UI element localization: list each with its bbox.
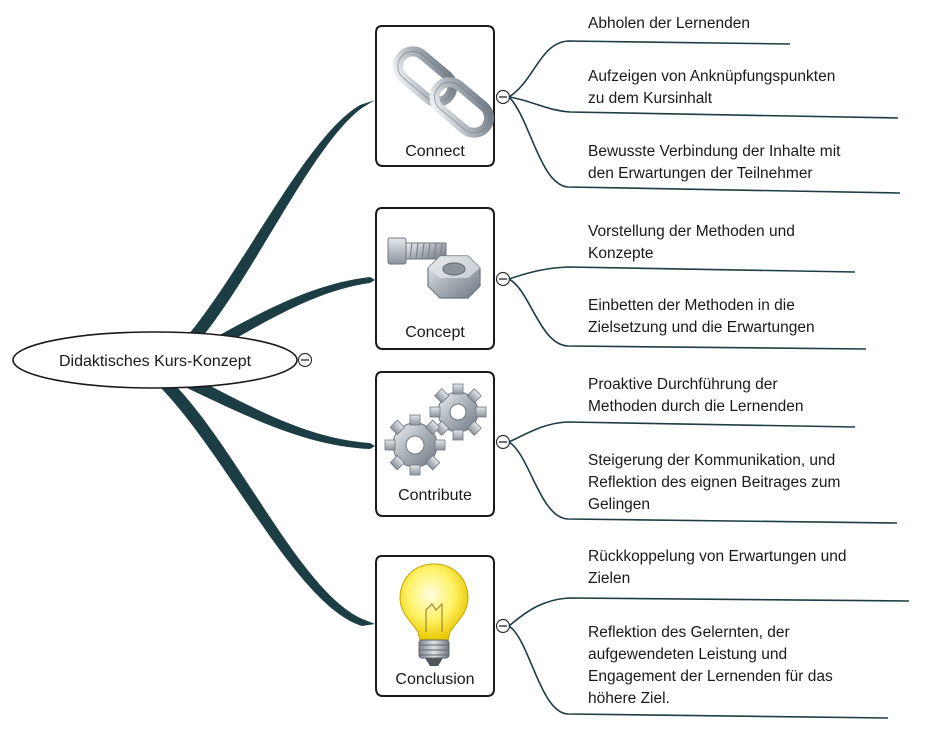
leaf-conclusion-1[interactable]: Rückkoppelung von Erwartungen und Zielen — [588, 548, 851, 587]
branch-node-connect[interactable]: Connect — [375, 25, 495, 167]
chain-link-icon — [392, 46, 495, 138]
collapse-button-conclusion[interactable] — [495, 618, 511, 634]
svg-text:Rückkoppelung von Erwartungen: Rückkoppelung von Erwartungen und Zielen — [588, 548, 851, 587]
leaf-connect-3[interactable]: Bewusste Verbindung der Inhalte mit den … — [588, 143, 845, 182]
leaf-text-line: zu dem Kursinhalt — [588, 90, 713, 107]
leaf-text-line: aufgewendeten Leistung und — [588, 646, 787, 663]
branch-node-contribute[interactable]: Contribute — [375, 371, 495, 517]
branch-label-connect: Connect — [405, 143, 465, 160]
light-bulb-icon — [399, 563, 469, 666]
svg-text:Abholen der Lernenden: Abholen der Lernenden — [588, 15, 750, 32]
branch-node-conclusion[interactable]: Conclusion — [375, 555, 495, 697]
collapse-button-contribute[interactable] — [495, 434, 511, 450]
collapse-button-connect[interactable] — [495, 89, 511, 105]
branch-line-conclusion — [155, 375, 375, 626]
leaf-text-line: Konzepte — [588, 245, 654, 262]
branch-label-conclusion: Conclusion — [395, 671, 474, 688]
leaf-text-line: Abholen der Lernenden — [588, 15, 750, 32]
leaf-text-line: Einbetten der Methoden in die — [588, 297, 795, 314]
svg-text:Reflektion des Gelernten, der: Reflektion des Gelernten, der aufgewende… — [588, 624, 837, 707]
leaf-text-line: den Erwartungen der Teilnehmer — [588, 165, 813, 182]
svg-text:Vorstellung der Methoden und: Vorstellung der Methoden und Konzepte — [588, 223, 799, 262]
leaf-text-line: Reflektion des Gelernten, der — [588, 624, 790, 641]
leaf-text-line: Zielsetzung und die Erwartungen — [588, 319, 815, 336]
gears-icon — [384, 383, 487, 476]
root-node-label: Didaktisches Kurs-Konzept — [59, 353, 252, 370]
leaf-text-line: Engagement der Lernenden für das — [588, 668, 833, 685]
bolt-and-nut-icon — [387, 237, 481, 299]
leaf-text-line: Proaktive Durchführung der — [588, 376, 778, 393]
leaf-text-line: Methoden durch die Lernenden — [588, 398, 803, 415]
leaf-text-line: Reflektion des eignen Beitrages zum — [588, 474, 840, 491]
svg-text:Aufzeigen von Anknüpfungspunkt: Aufzeigen von Anknüpfungspunkten zu dem … — [588, 68, 840, 107]
leaf-concept-1[interactable]: Vorstellung der Methoden und Konzepte — [588, 223, 799, 262]
branch-node-concept[interactable]: Concept — [375, 207, 495, 350]
leaf-text-line: höhere Ziel. — [588, 690, 670, 707]
branch-line-connect — [165, 100, 375, 366]
leaf-contribute-1[interactable]: Proaktive Durchführung der Methoden durc… — [588, 376, 803, 415]
leaf-text-line: Bewusste Verbindung der Inhalte mit — [588, 143, 841, 160]
root-node-ellipse — [12, 331, 298, 389]
branch-label-concept: Concept — [405, 324, 465, 341]
svg-text:Bewusste Verbindung der Inhalt: Bewusste Verbindung der Inhalte mit den … — [588, 143, 845, 182]
svg-text:Einbetten der Methoden in die: Einbetten der Methoden in die Zielsetzun… — [588, 297, 815, 336]
leaf-text-line: Steigerung der Kommunikation, und — [588, 452, 835, 469]
collapse-button-concept[interactable] — [495, 271, 511, 287]
leaf-connectors — [508, 40, 910, 719]
leaf-connect-1[interactable]: Abholen der Lernenden — [588, 15, 750, 32]
svg-text:Steigerung der Kommunikation,: Steigerung der Kommunikation, und Reflek… — [588, 452, 845, 513]
leaf-connect-2[interactable]: Aufzeigen von Anknüpfungspunkten zu dem … — [588, 68, 840, 107]
leaf-text-line: Rückkoppelung von Erwartungen und — [588, 548, 847, 565]
leaf-conclusion-2[interactable]: Reflektion des Gelernten, der aufgewende… — [588, 624, 837, 707]
svg-text:Proaktive Durchführung der: Proaktive Durchführung der Methoden durc… — [588, 376, 803, 415]
branch-label-contribute: Contribute — [398, 487, 472, 504]
leaf-concept-2[interactable]: Einbetten der Methoden in die Zielsetzun… — [588, 297, 815, 336]
root-node[interactable]: Didaktisches Kurs-Konzept — [12, 331, 298, 389]
leaf-text-line: Zielen — [588, 570, 630, 587]
root-collapse-button[interactable] — [297, 352, 313, 368]
leaf-text-line: Aufzeigen von Anknüpfungspunkten — [588, 68, 835, 85]
leaf-text-line: Gelingen — [588, 496, 650, 513]
leaf-text-line: Vorstellung der Methoden und — [588, 223, 795, 240]
leaf-contribute-2[interactable]: Steigerung der Kommunikation, und Reflek… — [588, 452, 845, 513]
